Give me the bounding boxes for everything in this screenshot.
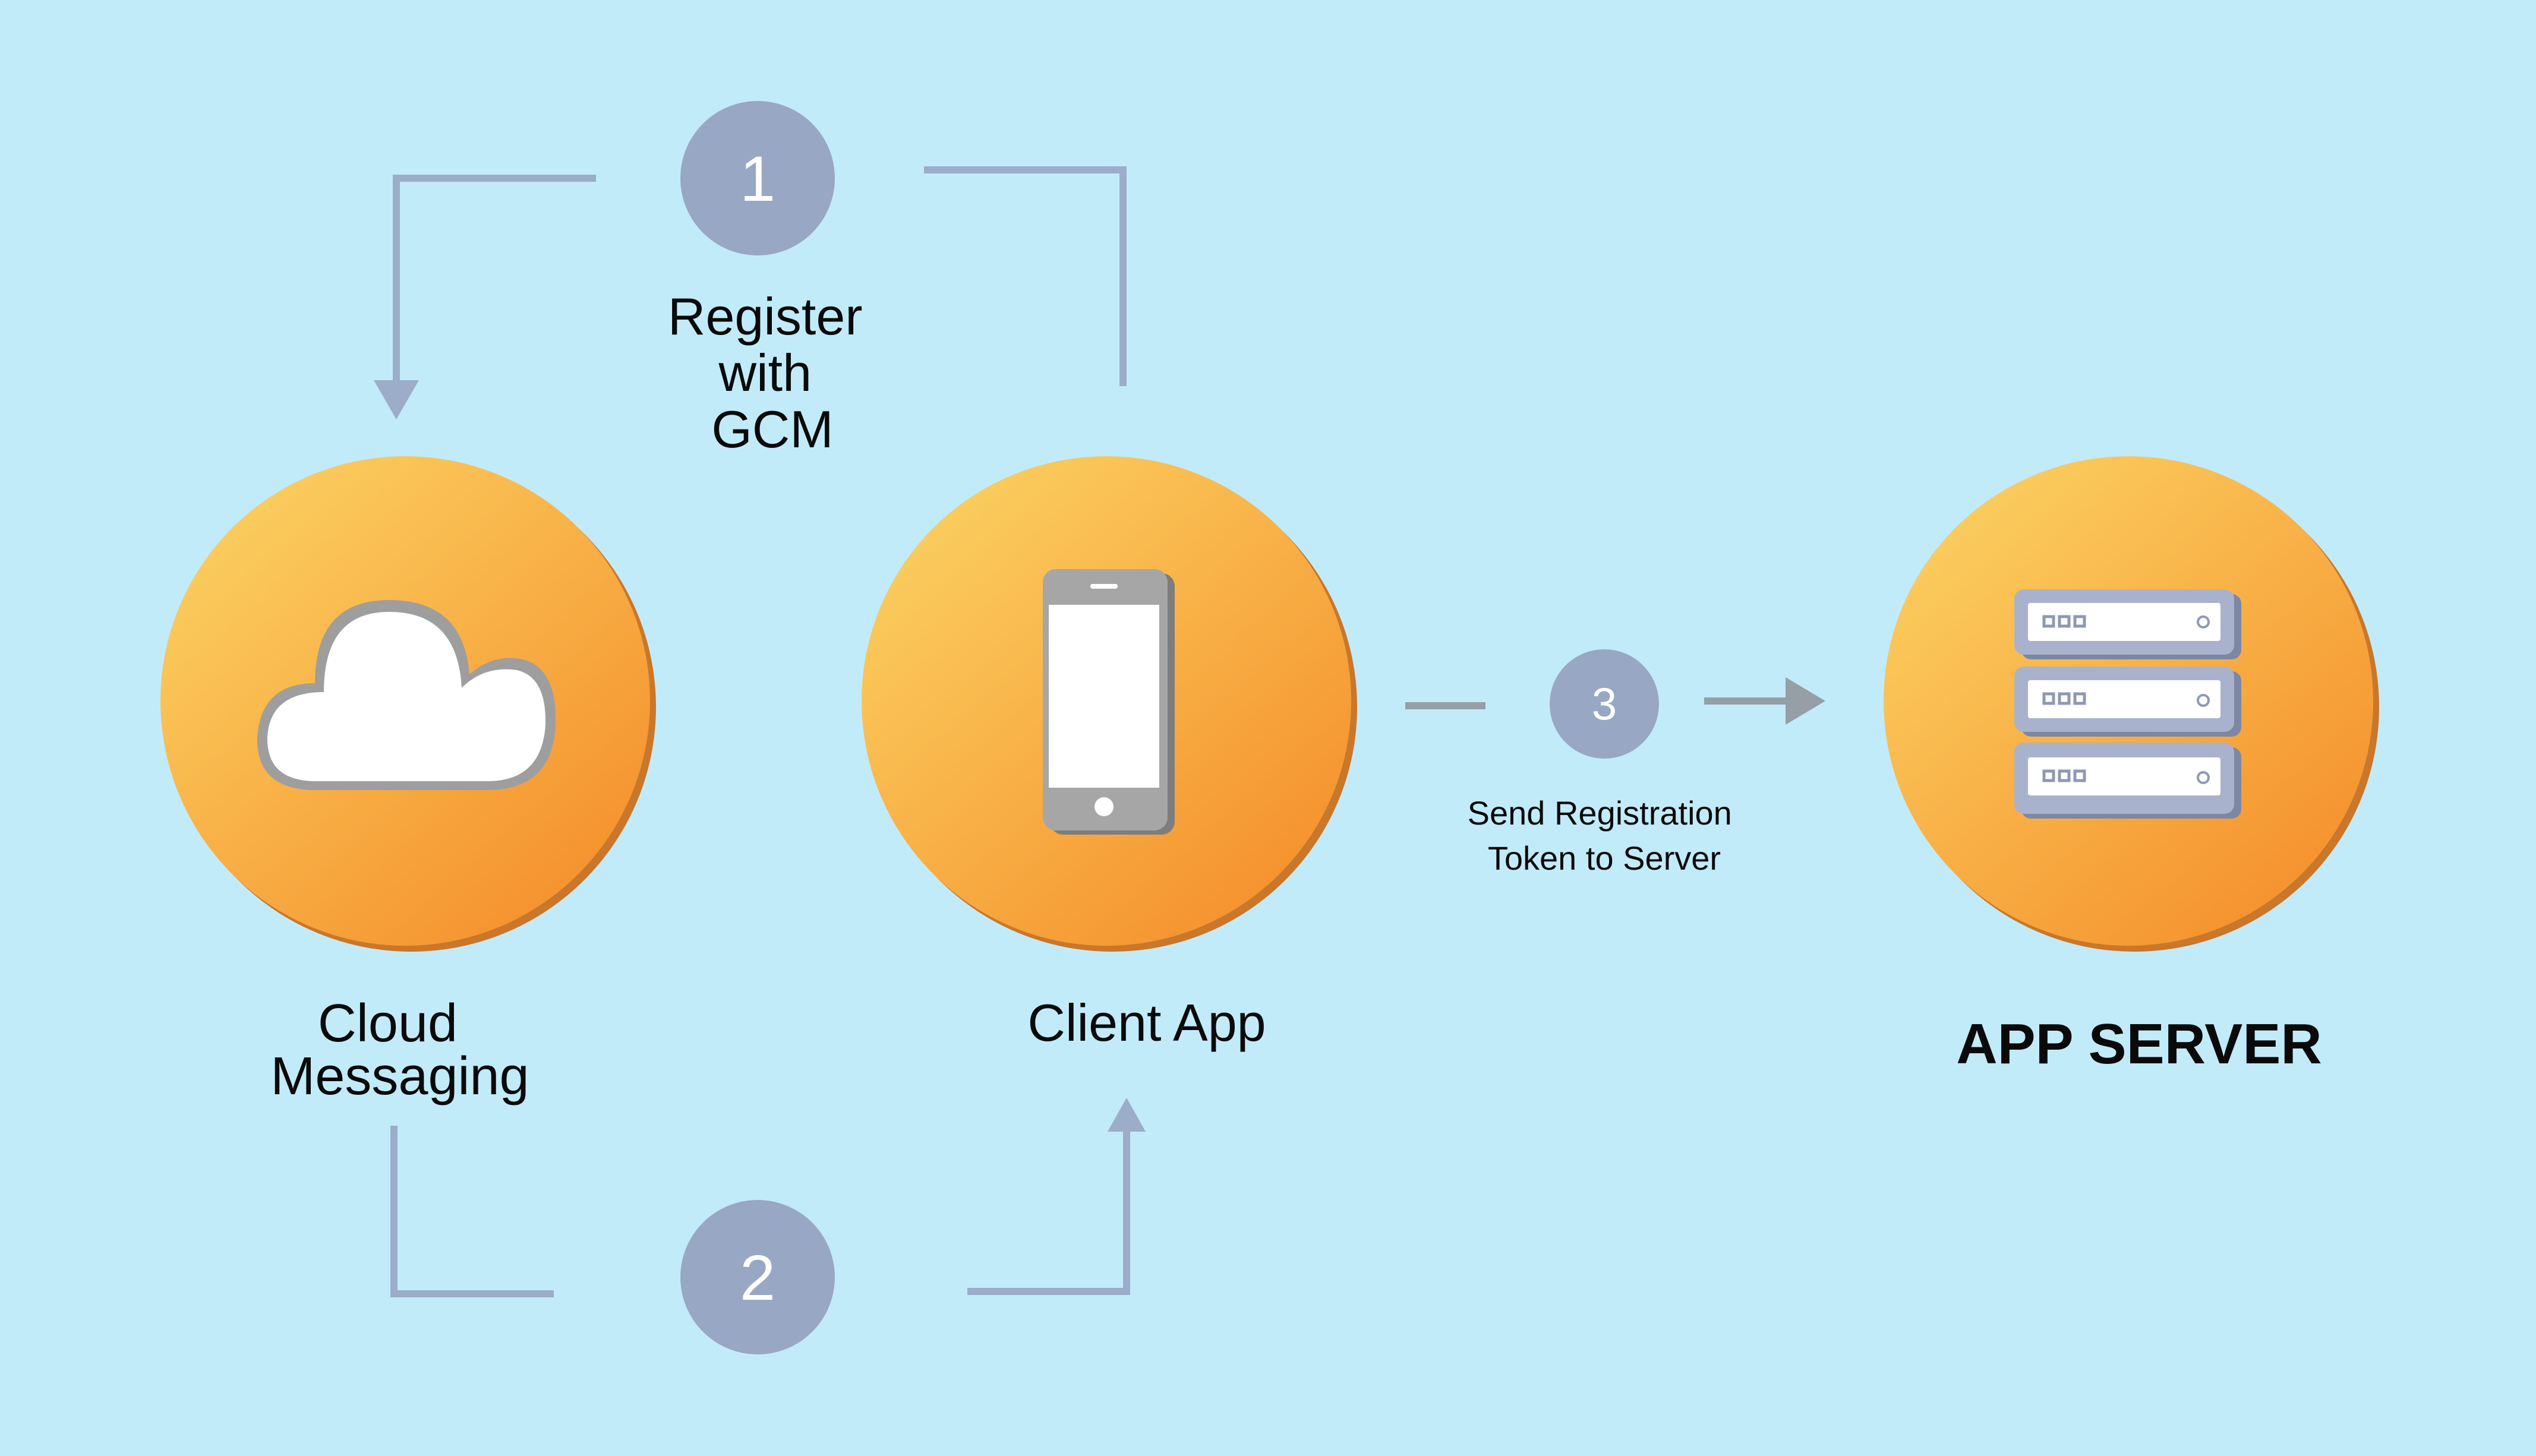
- smartphone-icon: [1043, 569, 1175, 835]
- node-app-server: APP SERVER: [1884, 456, 2379, 1076]
- node-client-app-label: Client App: [1027, 993, 1266, 1052]
- connector-step-2-left: [390, 1126, 554, 1297]
- arrow-down-icon: [374, 380, 419, 419]
- step-number-3: 3: [1592, 680, 1617, 730]
- step-badge-3: 3: [1550, 649, 1659, 759]
- connector-step-3: [1405, 697, 1791, 709]
- arrow-up-icon: [1108, 1098, 1146, 1132]
- connector-step-1-left: [393, 175, 596, 383]
- arrow-right-icon: [1786, 677, 1825, 725]
- step-1-label: Register with GCM: [668, 287, 877, 459]
- connector-step-1: [393, 166, 1127, 386]
- server-rack-icon: [2014, 589, 2241, 819]
- step-badge-1: 1: [680, 101, 835, 255]
- step-3-label: Send Registration Token to Server: [1468, 794, 1742, 877]
- connector-step-2-right: [967, 1129, 1130, 1295]
- node-app-server-label: APP SERVER: [1956, 1012, 2321, 1076]
- node-cloud-messaging: Cloud Messaging: [160, 456, 656, 1106]
- step-badge-2: 2: [680, 1200, 835, 1354]
- connector-step-2: [390, 1126, 1130, 1297]
- node-client-app: Client App: [862, 456, 1357, 1052]
- step-number-1: 1: [740, 143, 775, 214]
- step-number-2: 2: [740, 1242, 775, 1313]
- cloud-icon: [257, 600, 556, 790]
- node-cloud-messaging-label: Cloud Messaging: [270, 994, 529, 1106]
- connector-step-1-right: [924, 166, 1127, 386]
